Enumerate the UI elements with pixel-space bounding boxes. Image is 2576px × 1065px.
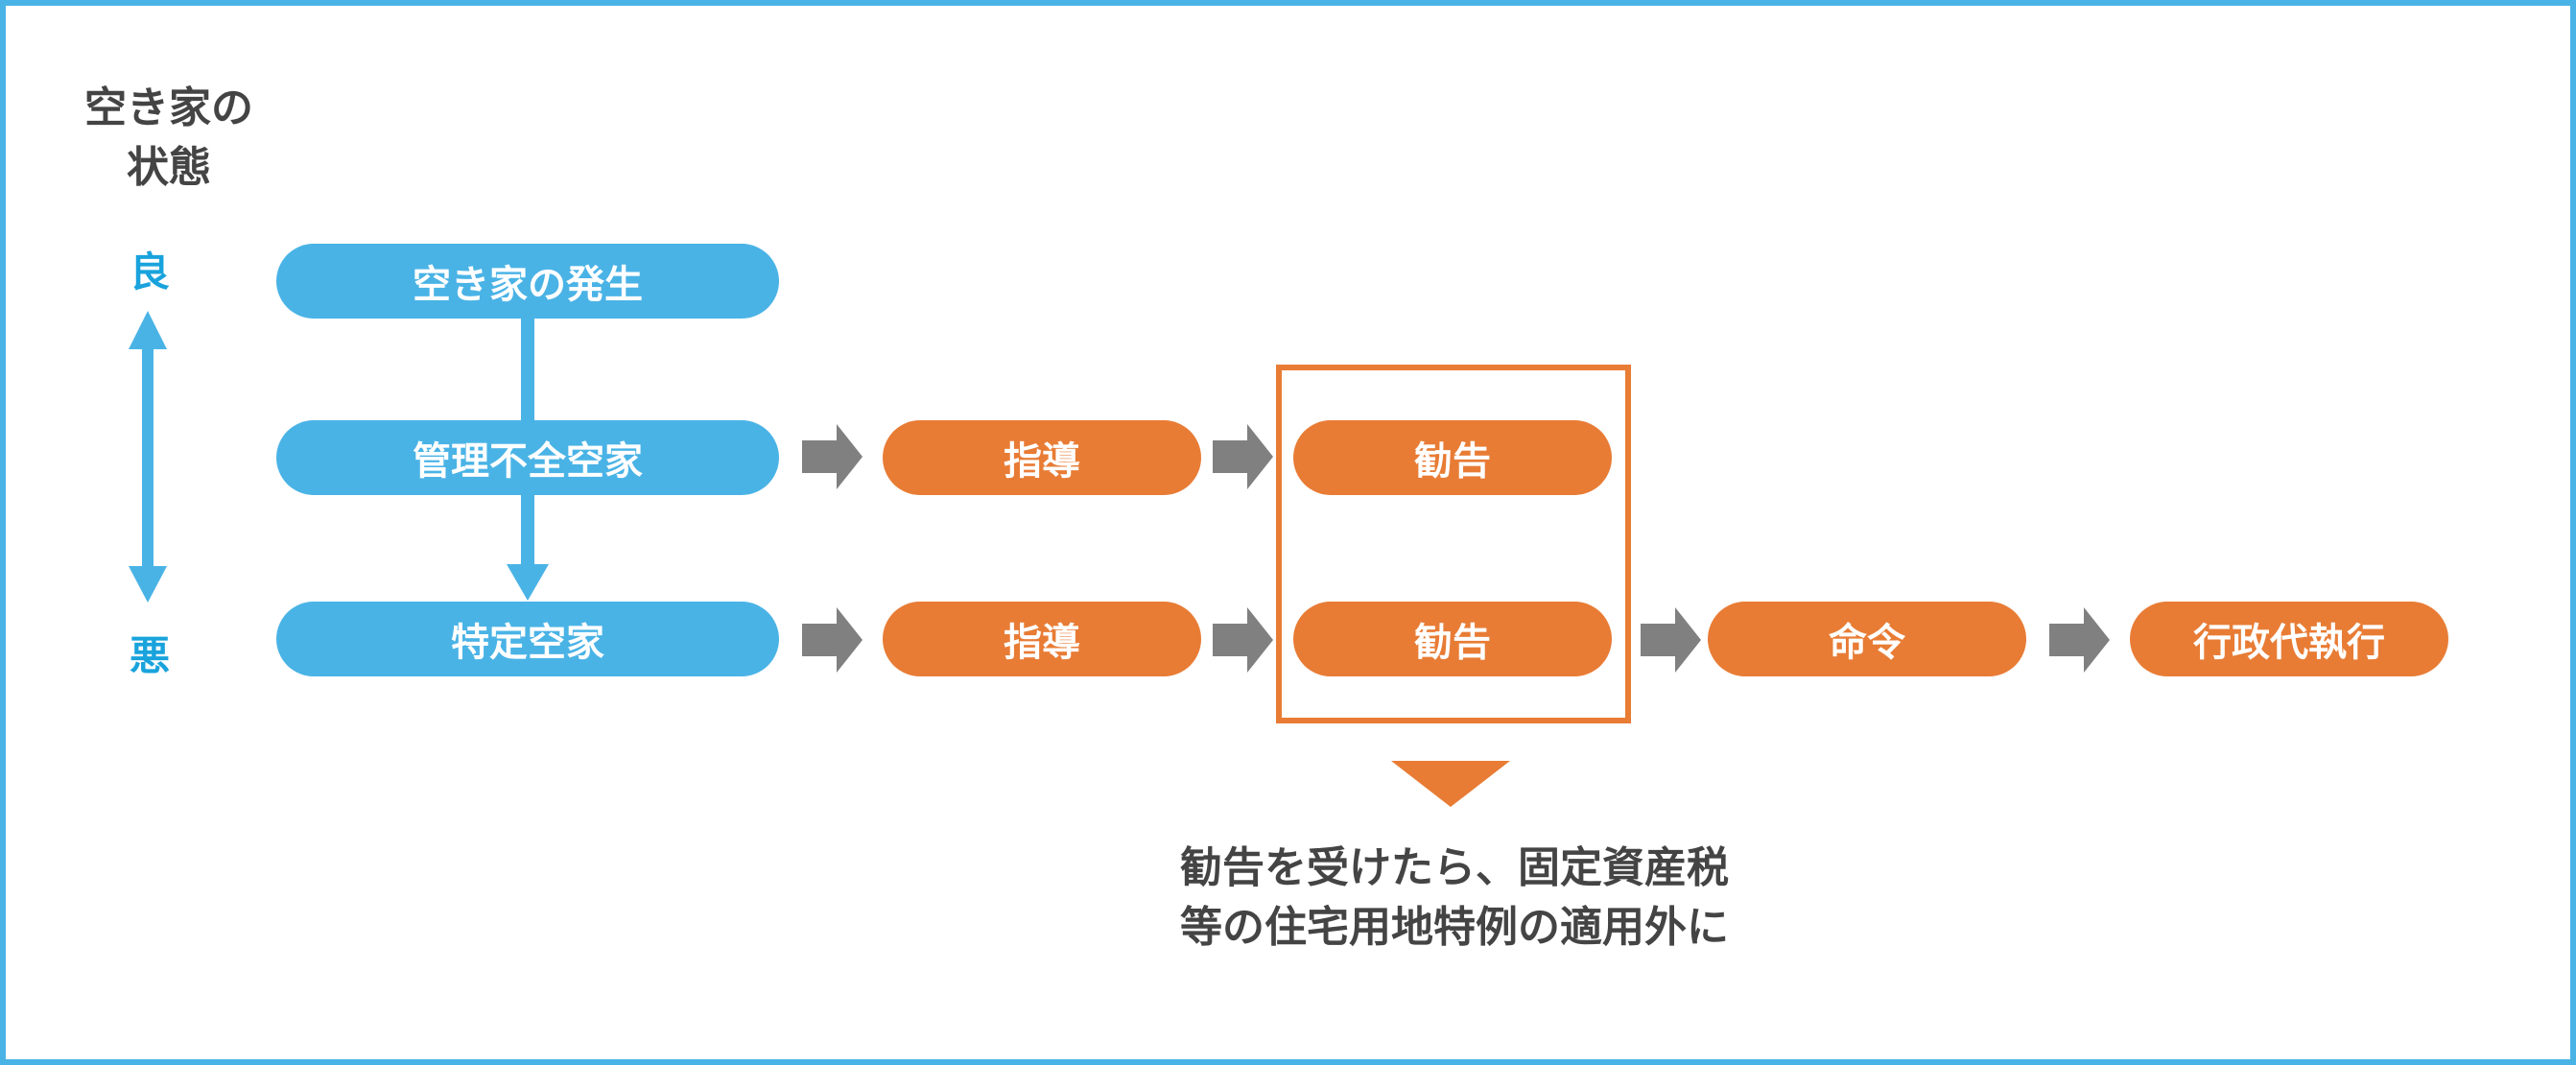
axis-title-line2: 状態	[127, 143, 211, 192]
tax-note-line2: 等の住宅用地特例の適用外に	[1180, 903, 1729, 952]
row2-execution: 行政代執行	[2130, 602, 2448, 676]
axis-double-arrow	[129, 311, 167, 603]
row2-guidance: 指導	[883, 602, 1201, 676]
axis-title: 空き家の 状態	[63, 79, 274, 198]
axis-good-label: 良	[129, 248, 170, 296]
arrow-right-icon	[802, 607, 863, 673]
state-specific: 特定空家	[276, 602, 779, 676]
row1-recommendation: 勧告	[1293, 420, 1612, 495]
row1-guidance: 指導	[883, 420, 1201, 495]
tax-note: 勧告を受けたら、固定資産税 等の住宅用地特例の適用外に	[965, 839, 1944, 958]
row2-order: 命令	[1708, 602, 2026, 676]
arrow-right-icon	[1641, 607, 1701, 673]
state-occurrence: 空き家の発生	[276, 244, 779, 319]
triangle-down-icon	[1391, 761, 1510, 807]
axis-bad-label: 悪	[129, 632, 170, 679]
connectors-layer	[129, 309, 2110, 807]
arrow-right-icon	[2049, 607, 2110, 673]
row2-recommendation: 勧告	[1293, 602, 1612, 676]
state-poorly-managed: 管理不全空家	[276, 420, 779, 495]
axis-title-line1: 空き家の	[84, 83, 253, 132]
tax-note-line1: 勧告を受けたら、固定資産税	[1180, 843, 1729, 892]
recommendation-highlight-box	[1276, 365, 1631, 723]
arrow-right-icon	[1213, 424, 1273, 489]
arrow-right-icon	[1213, 607, 1273, 673]
arrow-right-icon	[802, 424, 863, 489]
